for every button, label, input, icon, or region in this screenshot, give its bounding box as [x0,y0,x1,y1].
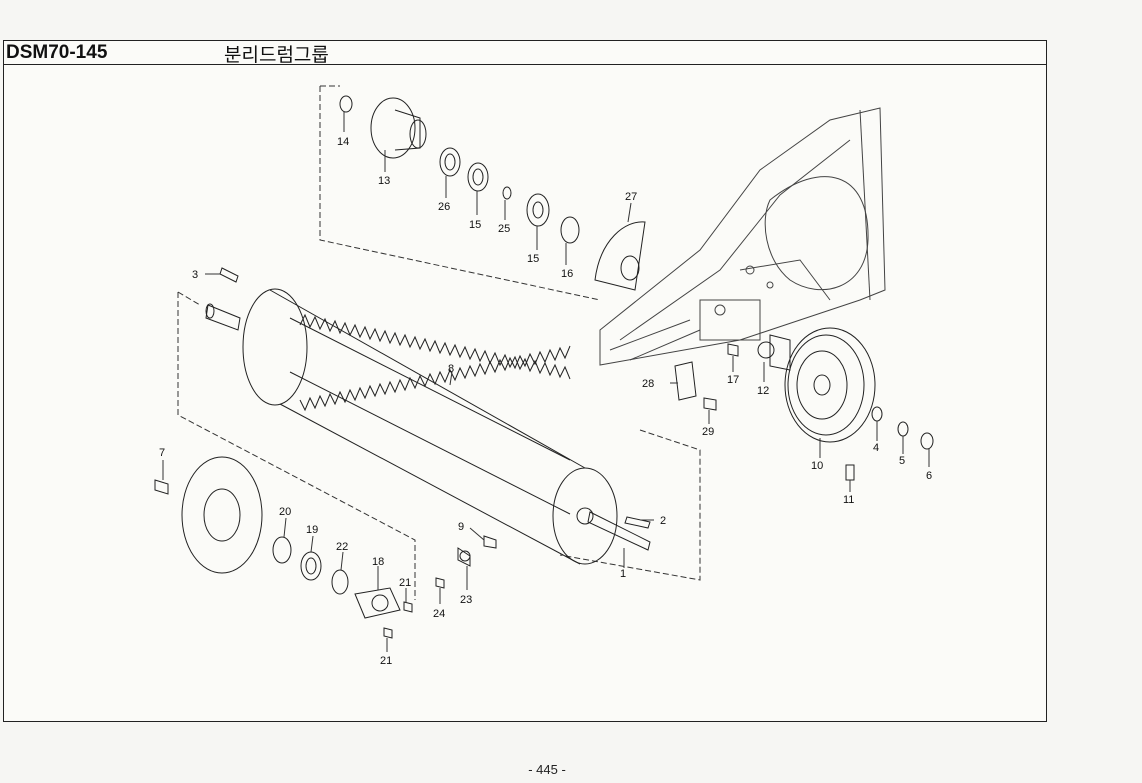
callout-21b: 21 [380,655,392,667]
callout-19: 19 [306,524,318,536]
callout-29: 29 [702,426,714,438]
pin-and-stub [205,267,241,331]
drum-shaft [587,511,651,551]
callout-11: 11 [843,494,854,506]
callout-5: 5 [899,455,905,467]
callout-10: 10 [811,460,823,472]
left-bearing-assembly [154,456,497,639]
callout-6: 6 [926,470,932,482]
model-code: DSM70-145 [6,42,108,63]
callout-16: 16 [561,268,573,280]
assembly-boundaries [177,85,701,600]
machine-frame [599,107,886,366]
leader-lines [162,112,930,652]
callout-4: 4 [873,442,879,454]
callout-14: 14 [337,136,349,148]
callout-25: 25 [498,223,510,235]
callout-3: 3 [192,269,198,281]
title-bar [3,40,1047,65]
callout-labels: 1 2 3 4 5 6 7 8 9 10 11 12 13 14 15 15 1… [159,136,932,667]
callout-15a: 15 [469,219,481,231]
callout-2: 2 [660,515,666,527]
upper-bearing-assembly [339,95,646,291]
callout-7: 7 [159,447,165,459]
callout-18: 18 [372,556,384,568]
callout-23: 23 [460,594,472,606]
page-number: - 445 - [528,762,566,777]
callout-20: 20 [279,506,291,518]
pulley-assembly [674,327,934,481]
callout-27: 27 [625,191,637,203]
callout-15b: 15 [527,253,539,265]
callout-21a: 21 [399,577,411,589]
callout-22: 22 [336,541,348,553]
callout-8: 8 [448,363,454,375]
callout-13: 13 [378,175,390,187]
callout-9: 9 [458,521,464,533]
separating-drum [242,288,618,565]
callout-24: 24 [433,608,445,620]
callout-1: 1 [620,568,626,580]
callout-28: 28 [642,378,654,390]
group-name: 분리드럼그룹 [224,44,329,66]
callout-12: 12 [757,385,769,397]
diagram-frame [3,40,1047,722]
callout-26: 26 [438,201,450,213]
callout-17: 17 [727,374,739,386]
